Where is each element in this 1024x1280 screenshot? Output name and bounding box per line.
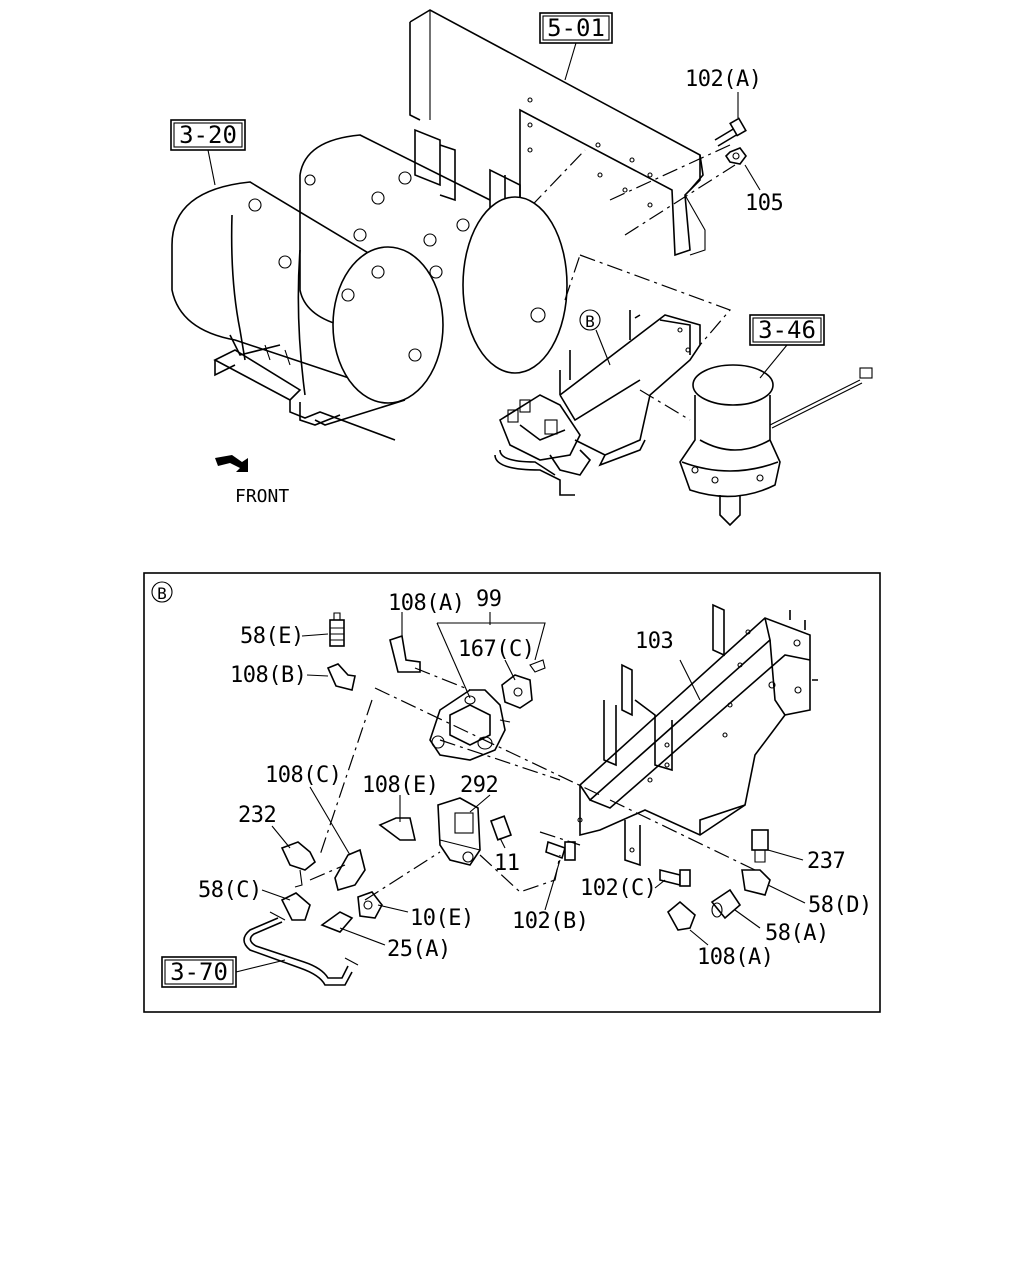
detail-b-box xyxy=(143,572,881,1013)
tank-straps-and-brackets xyxy=(213,334,406,441)
front-arrow-icon xyxy=(215,455,248,472)
valve-cluster-top xyxy=(494,350,592,496)
fitting-11-icon xyxy=(489,815,513,841)
label-leaders-detail xyxy=(261,612,806,946)
label-167c: 167(C) xyxy=(458,637,534,662)
ref-piping: 3-70 xyxy=(170,958,228,986)
fitting-237-icon xyxy=(751,829,769,863)
label-102c: 102(C) xyxy=(580,876,656,901)
label-58e: 58(E) xyxy=(240,624,304,649)
label-58d: 58(D) xyxy=(808,893,872,918)
air-tank-rear xyxy=(299,134,568,374)
bolt-icon xyxy=(714,117,747,147)
label-11: 11 xyxy=(494,851,520,876)
leader-nut xyxy=(744,164,761,191)
ref-box-dryer: 3-46 xyxy=(749,314,825,379)
tee-232-icon xyxy=(280,841,317,888)
elbow-108a-top-icon xyxy=(389,634,421,673)
label-102b: 102(B) xyxy=(512,909,588,934)
fitting-25a-icon xyxy=(320,911,354,933)
bracket-103 xyxy=(577,603,818,867)
front-label: FRONT xyxy=(235,486,289,507)
ref-box-piping: 3-70 xyxy=(161,956,286,988)
label-99: 99 xyxy=(476,587,502,612)
relay-valve-99 xyxy=(429,689,511,761)
fitting-10e-icon xyxy=(357,891,383,919)
elbow-58d-icon xyxy=(741,869,771,896)
bolt-102c-icon xyxy=(659,868,691,887)
dashed-leaders-detail xyxy=(309,667,756,901)
label-108a-top: 108(A) xyxy=(388,591,464,616)
air-dryer xyxy=(679,364,873,527)
air-tank-front xyxy=(171,181,444,404)
label-292: 292 xyxy=(460,773,498,798)
label-58a: 58(A) xyxy=(765,921,829,946)
detail-marker-b-label: B xyxy=(157,584,167,603)
elbow-108a-bottom-icon xyxy=(666,900,696,931)
fitting-167c-icon xyxy=(501,659,546,709)
detail-marker-top: B xyxy=(579,309,611,366)
label-237: 237 xyxy=(807,849,845,874)
ref-box-frame: 5-01 xyxy=(539,12,613,81)
tee-58c-icon xyxy=(280,892,311,921)
fitting-58a-icon xyxy=(710,888,742,920)
nut-icon xyxy=(724,147,747,165)
bolt-102b-icon xyxy=(545,840,576,861)
label-108b: 108(B) xyxy=(230,663,306,688)
elbow-108e-icon xyxy=(378,817,417,841)
valve-292 xyxy=(437,797,481,866)
label-108c: 108(C) xyxy=(265,763,341,788)
frame-rail xyxy=(409,9,736,271)
ref-dryer: 3-46 xyxy=(758,316,816,344)
label-232: 232 xyxy=(238,803,276,828)
detail-marker-top-label: B xyxy=(585,312,595,331)
bracket-top-assembly xyxy=(559,310,701,467)
label-nut: 105 xyxy=(745,191,783,216)
label-bolt: 102(A) xyxy=(685,67,761,92)
elbow-108b-icon xyxy=(326,663,356,691)
elbow-108c-icon xyxy=(334,848,366,892)
detail-marker-b: B xyxy=(151,581,173,603)
label-108a-bottom: 108(A) xyxy=(697,945,773,970)
label-108e: 108(E) xyxy=(362,773,438,798)
ref-frame: 5-01 xyxy=(547,14,605,42)
label-10e: 10(E) xyxy=(410,906,474,931)
label-25a: 25(A) xyxy=(387,937,451,962)
ref-box-tanks: 3-20 xyxy=(170,119,246,186)
fitting-58e-icon xyxy=(329,612,345,647)
label-58c: 58(C) xyxy=(198,878,262,903)
label-103: 103 xyxy=(635,629,673,654)
ref-tanks: 3-20 xyxy=(179,121,237,149)
pipe-line xyxy=(243,911,359,986)
dashed-leaders-top xyxy=(564,254,732,421)
